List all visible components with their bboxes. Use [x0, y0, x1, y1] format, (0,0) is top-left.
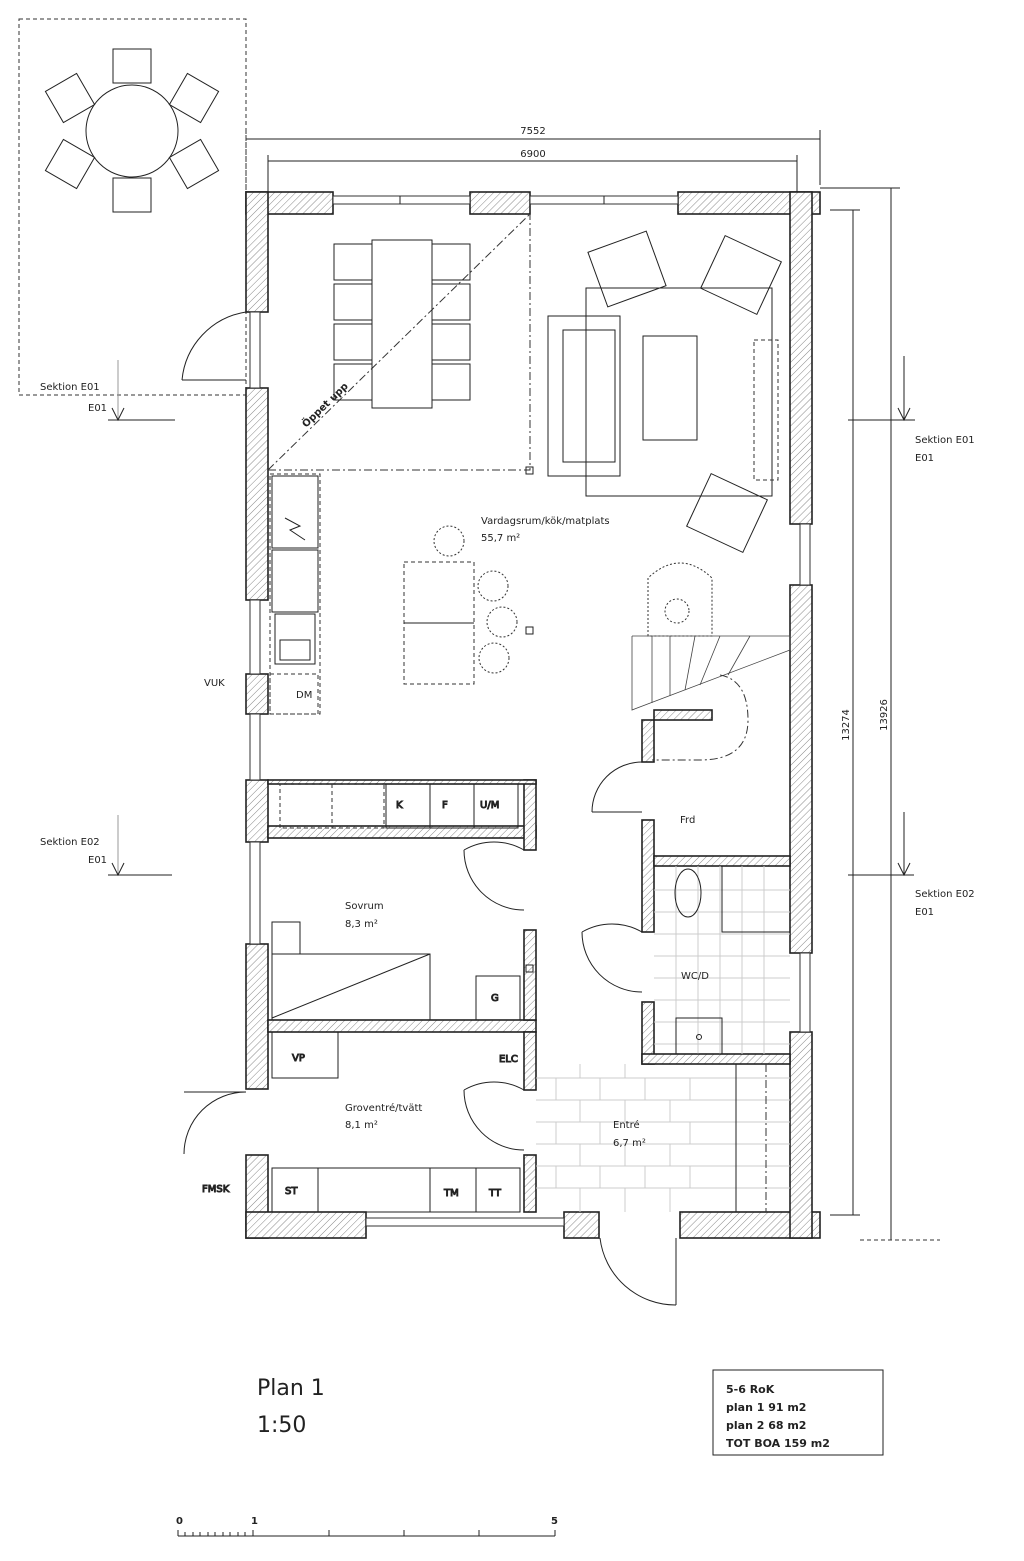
section-e02-left-ref: E01	[88, 855, 107, 866]
interior-walls	[267, 709, 791, 1213]
dimension-inner-height: 13274	[841, 709, 852, 741]
open-above-outline: Öppet upp	[267, 213, 534, 475]
st-label: ST	[285, 1186, 298, 1197]
dining-table	[333, 239, 471, 409]
entrance-tiles	[536, 1064, 790, 1212]
section-e01-left-ref: E01	[88, 403, 107, 414]
info-rooms: 5-6 RoK	[726, 1383, 775, 1396]
doors	[181, 311, 677, 1306]
scale-tick-0: 0	[176, 1516, 183, 1527]
vuk-label: VUK	[204, 678, 225, 689]
scale-tick-1: 1	[251, 1516, 258, 1527]
room-wc-name: WC/D	[681, 971, 709, 982]
vp-label: VP	[292, 1053, 305, 1064]
elc-label: ELC	[499, 1054, 518, 1065]
section-e01-right-label: Sektion E01	[915, 435, 975, 446]
plan-title-block: Plan 1 1:50	[257, 1376, 325, 1438]
room-living-area: 55,7 m²	[481, 533, 520, 544]
section-e02-right-label: Sektion E02	[915, 889, 975, 900]
section-e01-right-ref: E01	[915, 453, 934, 464]
room-bedroom-area: 8,3 m²	[345, 919, 378, 930]
room-laundry-name: Groventré/tvätt	[345, 1102, 422, 1114]
wardrobe-f-label: F	[442, 800, 448, 811]
scale-tick-5: 5	[551, 1516, 558, 1527]
stairs	[631, 562, 791, 761]
wardrobe-k-label: K	[396, 800, 403, 811]
dimension-inner-width: 6900	[520, 149, 545, 160]
wardrobe-um-label: U/M	[480, 800, 499, 811]
outdoor-terrace	[18, 18, 247, 396]
fmsk-label: FMSK	[202, 1184, 230, 1195]
room-bedroom-name: Sovrum	[345, 901, 384, 912]
room-living-name: Vardagsrum/kök/matplats	[481, 516, 610, 527]
section-e01-left-label: Sektion E01	[40, 382, 100, 393]
wardrobe-g-label: G	[491, 993, 499, 1004]
area-info-box: 5-6 RoK plan 1 91 m2 plan 2 68 m2 TOT BO…	[712, 1369, 884, 1456]
bedroom-furniture: G	[271, 921, 534, 1021]
dimension-lines-right: 13274 13926	[820, 187, 940, 1241]
kitchen-island	[403, 525, 534, 685]
living-room-furniture	[547, 230, 783, 554]
room-storage-name: Frd	[680, 815, 695, 826]
room-entrance-name: Entré	[613, 1119, 640, 1131]
room-entrance-area: 6,7 m²	[613, 1138, 646, 1149]
dimension-lines-top: 7552 6900	[245, 126, 821, 200]
info-plan2: plan 2 68 m2	[726, 1419, 806, 1432]
plan-scale: 1:50	[257, 1413, 306, 1438]
plan-title: Plan 1	[257, 1376, 325, 1401]
dimension-outer-width: 7552	[520, 126, 545, 137]
open-above-label: Öppet upp	[298, 379, 350, 430]
room-laundry-area: 8,1 m²	[345, 1120, 378, 1131]
info-total: TOT BOA 159 m2	[726, 1437, 830, 1450]
windows	[249, 195, 811, 1227]
tt-label: TT	[488, 1188, 502, 1199]
room-labels: Vardagsrum/kök/matplats 55,7 m² Sovrum 8…	[345, 516, 709, 1149]
wc-tiles	[654, 866, 790, 1055]
section-e02-left-label: Sektion E02	[40, 837, 100, 848]
section-e02-right-ref: E01	[915, 907, 934, 918]
section-markers: Sektion E01 E01 Sektion E01 E01 Sektion …	[40, 356, 975, 918]
tm-label: TM	[443, 1188, 459, 1199]
scale-bar: 0 1 5	[176, 1516, 558, 1537]
laundry-furniture: VP ELC ST TM TT FMSK	[202, 1031, 521, 1213]
kitchen: DM VUK	[204, 473, 321, 715]
wardrobes: K F U/M	[279, 783, 519, 829]
dimension-outer-height: 13926	[879, 699, 890, 731]
dm-label: DM	[296, 690, 312, 701]
info-plan1: plan 1 91 m2	[726, 1401, 806, 1414]
